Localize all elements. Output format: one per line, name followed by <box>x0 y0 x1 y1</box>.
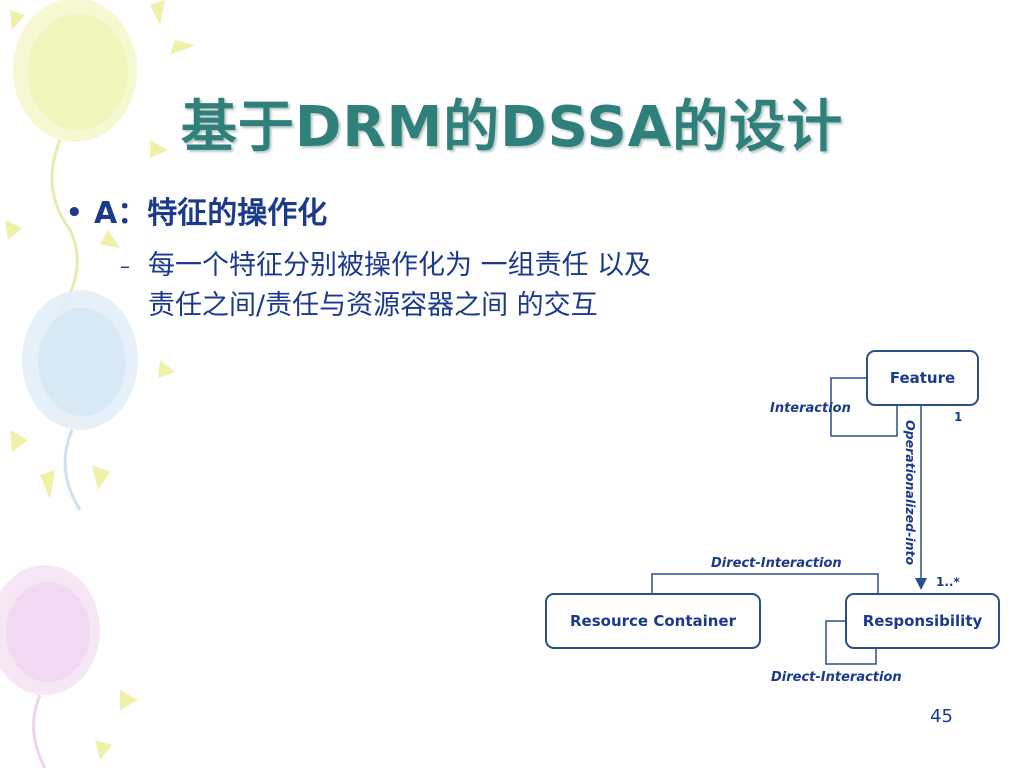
bullet-level2-line2: 责任之间/责任与资源容器之间 的交互 <box>148 290 598 321</box>
interaction-label: Interaction <box>770 401 851 416</box>
direct-interaction-bottom-label: Direct-Interaction <box>771 670 902 685</box>
operationalized-into-label: Operationalized-into <box>903 420 918 566</box>
dash-icon: – <box>120 254 130 278</box>
slide-title: 基于DRM的DSSA的设计 <box>180 95 844 160</box>
bullet-level1-text: A：特征的操作化 <box>94 196 328 231</box>
bullet-level2-line1: 每一个特征分别被操作化为 一组责任 以及 <box>148 250 652 281</box>
multiplicity-many: 1..* <box>936 575 960 589</box>
bullet-level1: • A：特征的操作化 <box>66 188 327 232</box>
feature-node: Feature <box>866 350 979 406</box>
resource-container-node: Resource Container <box>545 593 761 649</box>
multiplicity-one: 1 <box>954 410 963 424</box>
bullet-level2-text: 每一个特征分别被操作化为 一组责任 以及 责任之间/责任与资源容器之间 的交互 <box>148 246 828 326</box>
direct-interaction-top-label: Direct-Interaction <box>711 556 842 571</box>
bullet-dot-icon: • <box>66 198 83 228</box>
page-number: 45 <box>930 706 953 727</box>
responsibility-node: Responsibility <box>845 593 1000 649</box>
